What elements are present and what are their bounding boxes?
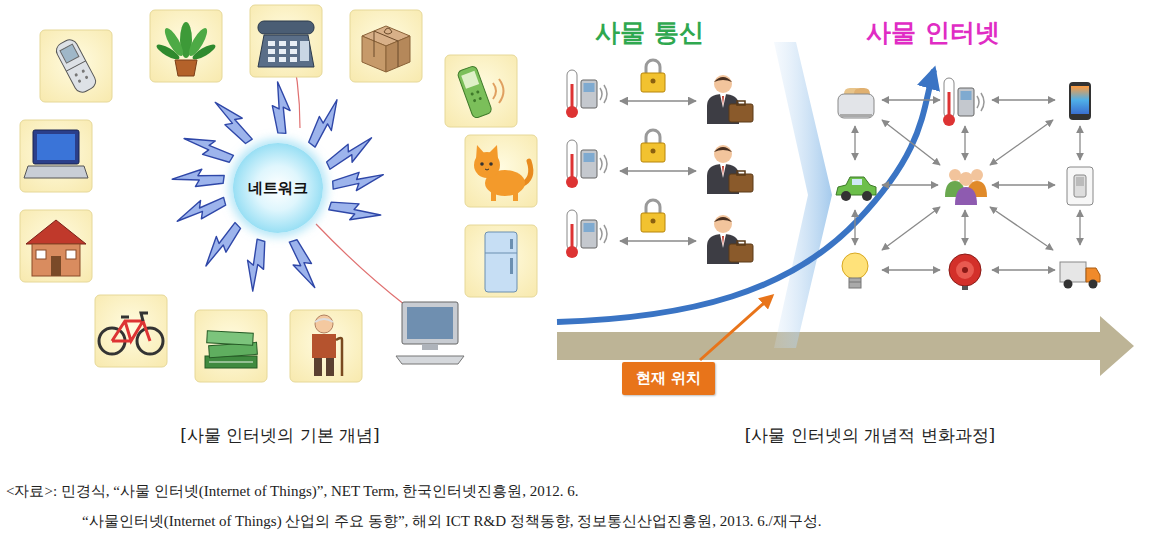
section-heading: 사물 인터넷 (866, 16, 1000, 49)
figure-caption: [사물 인터넷의 개념적 변화과정] (620, 424, 1120, 447)
growth-curve (557, 70, 934, 322)
source-note: <자료>: 민경식, “사물 인터넷(Internet of Things)”,… (6, 482, 578, 501)
network-hub: 네트워크 (233, 143, 323, 233)
figure-caption: [사물 인터넷의 기본 개념] (30, 424, 530, 447)
section-heading: 사물 통신 (595, 16, 704, 49)
network-bolts (172, 40, 424, 333)
m2m-rows (566, 60, 753, 264)
source-note: “사물인터넷(Internet of Things) 산업의 주요 동향”, 해… (82, 512, 821, 531)
node-text: 현재 위치 (636, 369, 701, 388)
thing-icons (20, 5, 537, 382)
iot-grid (836, 78, 1100, 290)
current-position-leader (700, 296, 772, 360)
current-position-box: 현재 위치 (622, 362, 715, 395)
transition-pane (774, 42, 832, 348)
node-text: 네트워크 (248, 179, 308, 198)
